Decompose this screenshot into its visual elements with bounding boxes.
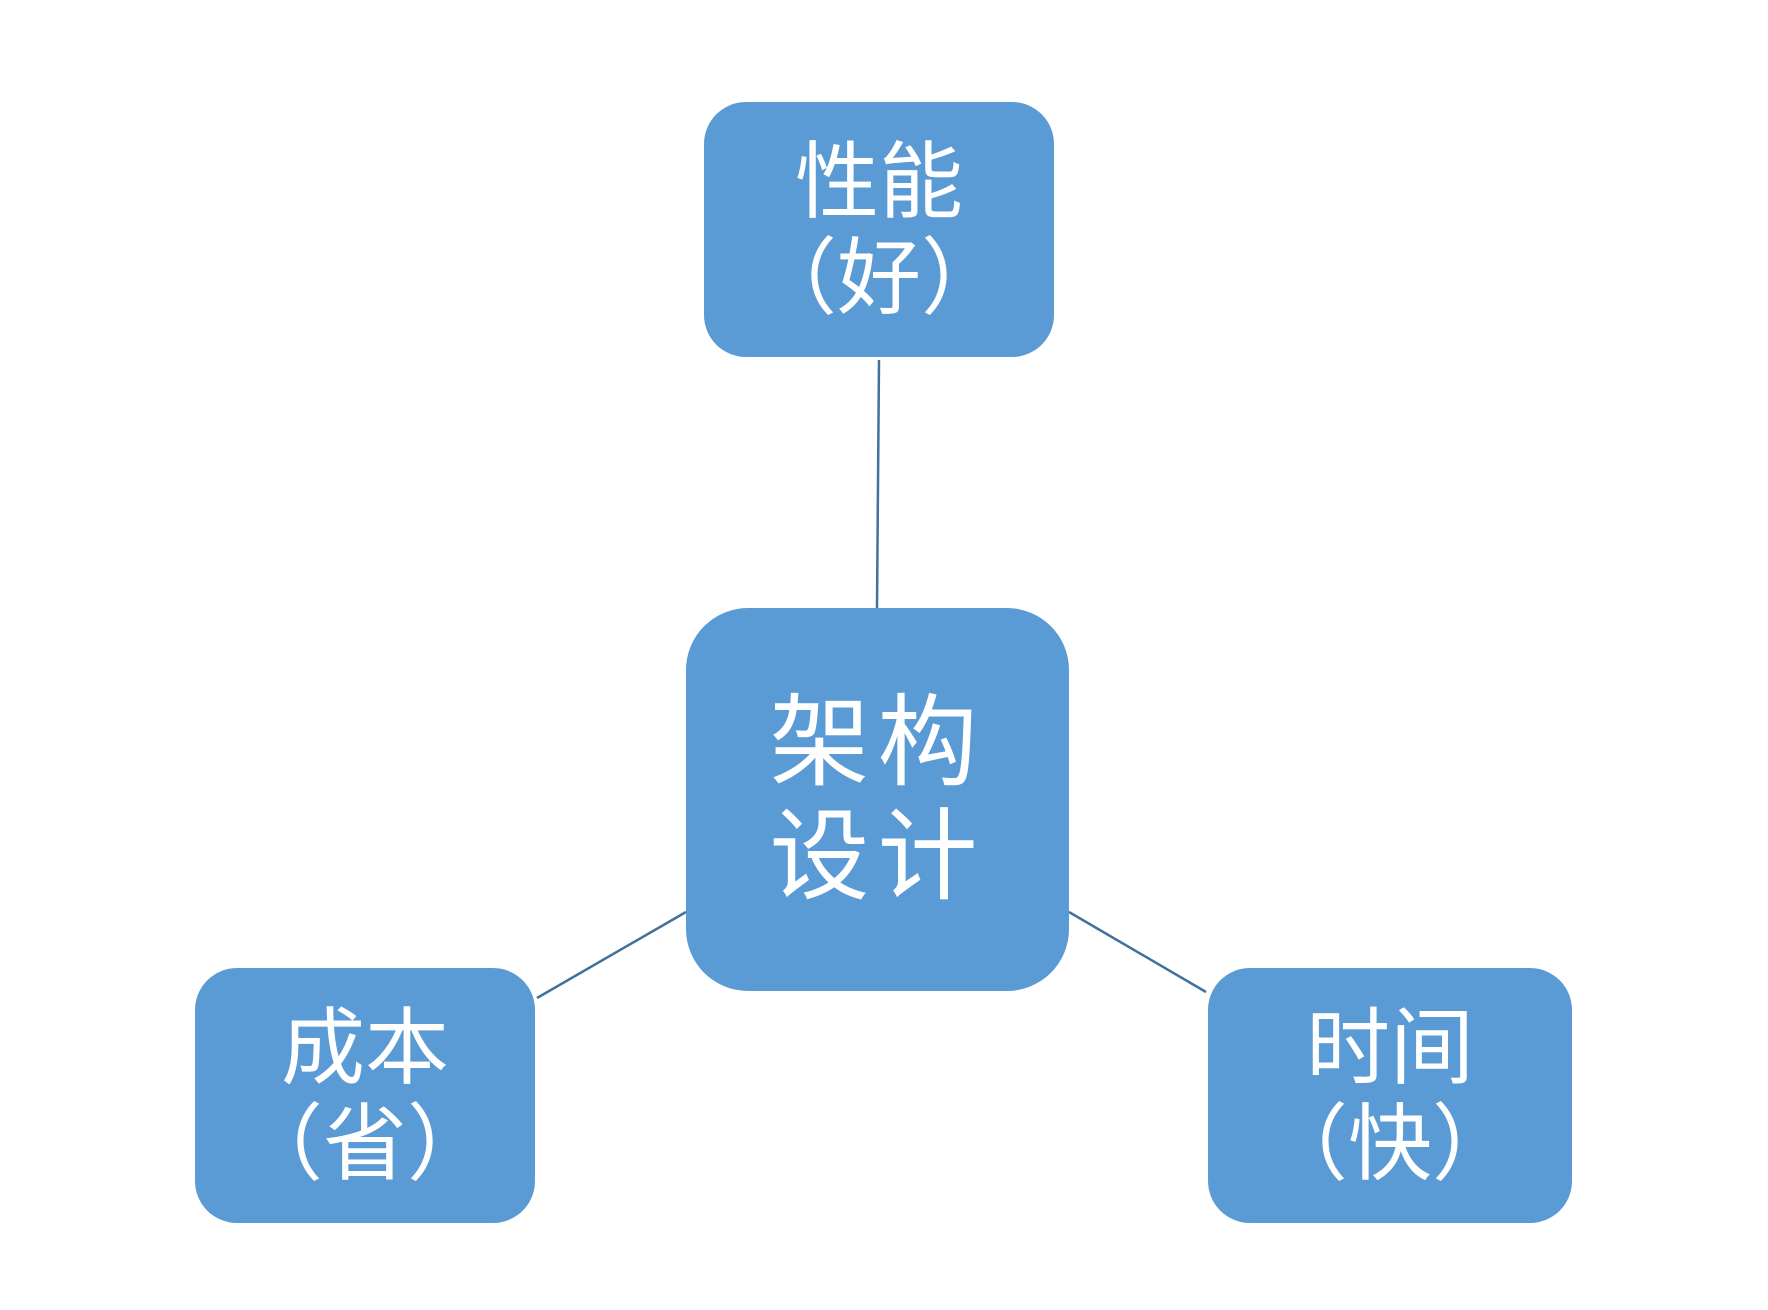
node-center-line2: 设计 <box>769 797 986 915</box>
node-performance: 性能 （好） <box>704 102 1054 357</box>
node-time-qualifier: （快） <box>1263 1094 1516 1193</box>
node-time-title: 时间 <box>1305 998 1474 1097</box>
connector-right <box>1068 910 1207 994</box>
node-performance-title: 性能 <box>794 132 963 231</box>
node-time: 时间 （快） <box>1208 968 1572 1223</box>
node-performance-qualifier: （好） <box>752 228 1005 327</box>
connector-left <box>536 910 687 1000</box>
node-cost-qualifier: （省） <box>238 1094 491 1193</box>
node-architecture-design: 架构 设计 <box>686 608 1069 991</box>
node-cost: 成本 （省） <box>195 968 535 1223</box>
connector-top <box>875 359 881 609</box>
node-center-line1: 架构 <box>769 683 986 801</box>
node-cost-title: 成本 <box>280 998 449 1097</box>
